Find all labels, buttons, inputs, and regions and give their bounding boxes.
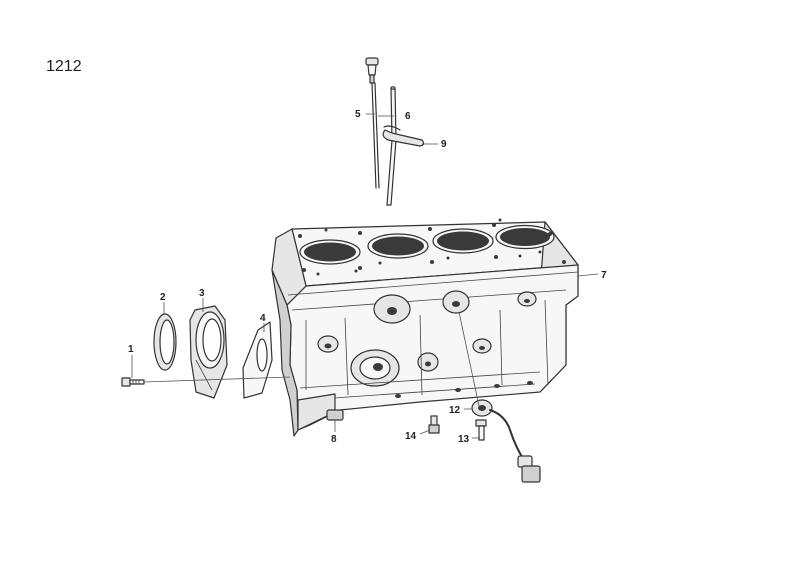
- callout-labels: 1 2 3 4 5 6 7 8 9 12 13 14: [128, 109, 607, 445]
- leader-lines: [131, 113, 599, 439]
- callout-3: 3: [199, 288, 205, 299]
- callout-6: 6: [405, 111, 411, 122]
- dipstick-part: [365, 57, 380, 189]
- dowel-pin-part: [326, 409, 344, 421]
- callout-8: 8: [331, 434, 337, 445]
- bolt-part: [121, 377, 145, 387]
- knock-sensor-part: [471, 399, 541, 483]
- cylinder-block-part: [271, 218, 579, 437]
- callout-2: 2: [160, 292, 166, 303]
- seal-ring-part: [153, 313, 177, 371]
- callout-5: 5: [355, 109, 361, 120]
- gasket-part: [242, 321, 273, 399]
- callout-1: 1: [128, 344, 134, 355]
- callout-12: 12: [449, 405, 461, 416]
- sensor-bolt-part: [475, 419, 487, 441]
- callout-9: 9: [441, 139, 447, 150]
- oil-jet-part: [428, 415, 440, 434]
- dipstick-tube-part: [386, 86, 397, 206]
- callout-14: 14: [405, 431, 417, 442]
- callout-7: 7: [601, 270, 607, 281]
- clip-part: [382, 125, 425, 147]
- diagram-id: 1212: [46, 58, 82, 75]
- callout-13: 13: [458, 434, 470, 445]
- callout-4: 4: [260, 313, 266, 324]
- seal-housing-part: [189, 305, 228, 399]
